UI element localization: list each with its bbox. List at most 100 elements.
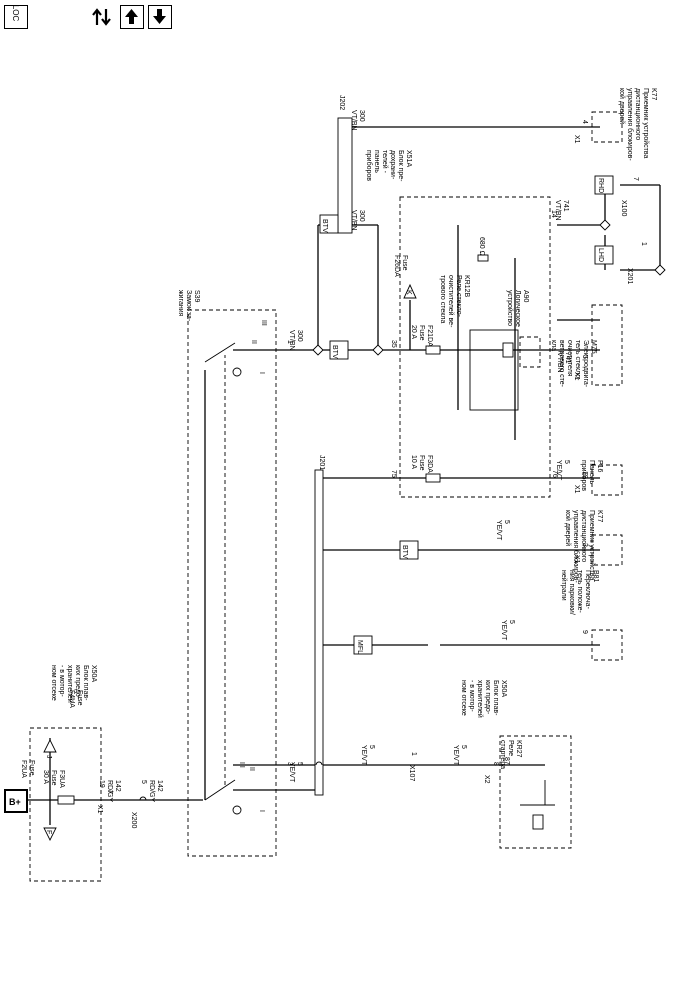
k77a-box: [591, 111, 623, 143]
fuse-f26da-tri: [403, 283, 417, 299]
splice-j202: [337, 117, 353, 234]
lhd-marker: [594, 245, 614, 265]
pin-76-label: 76: [551, 470, 558, 478]
s39-arm-run: [204, 342, 236, 363]
btv-top-marker: [329, 340, 349, 360]
f26da-letter: K: [405, 290, 412, 295]
fuse-f3ua: [57, 795, 75, 805]
navigate-down-button[interactable]: [148, 5, 172, 29]
resistor-680: [477, 254, 489, 262]
wire-142-a-label: 142RD/GY19: [98, 780, 121, 803]
b81-label: B81Переключа-тель положе-ния парковки/не…: [560, 570, 599, 615]
wire-5-yevt-a-label: 5YE/VT: [288, 762, 303, 783]
switch-i-b-label: I: [258, 372, 265, 374]
pin-9-label: 9: [581, 630, 588, 634]
wire-741-a-label: 741VT/BN: [554, 200, 569, 221]
btv-vert-marker: [319, 214, 339, 234]
a90-box: [519, 336, 541, 368]
navigate-up-button[interactable]: [120, 5, 144, 29]
s39-box: [187, 309, 277, 857]
fuse-f26da-label: FuseF26DA: [393, 255, 408, 277]
x1-k77a-label: X1: [573, 135, 580, 144]
s39-arm-start: [204, 779, 236, 801]
x100-label: X100: [620, 200, 627, 216]
switch-ii-a-label: II: [248, 767, 255, 771]
fuse-f3da-label: F3DAFuse10 A: [410, 455, 433, 473]
arrow-up-icon: [125, 9, 138, 24]
k77a-label: K77Приемник устройствадистанционногоупра…: [618, 88, 657, 161]
m75-label: M75Электродвига-тель стекло-очистителяве…: [550, 340, 597, 388]
a90-label: A90Логическоеустройство: [506, 290, 529, 327]
connector-rhd-lhd: [599, 219, 611, 231]
x50a-bottom-box: [499, 735, 572, 849]
connector-x200: [139, 796, 147, 801]
splice-j201: [314, 469, 324, 796]
pin-35-label: 35: [390, 340, 397, 348]
fuse-f21da: [425, 345, 441, 355]
switch-iii-a-label: III: [238, 762, 245, 768]
pin-7-label: 7: [106, 790, 113, 794]
pin-5-m75-label: 5: [581, 355, 588, 359]
m75-box: [591, 304, 623, 386]
fuse-f21da-label: F21DAFuse20 A: [410, 325, 433, 347]
resistor-label: 680 Ω: [478, 237, 485, 256]
p16-box: [591, 464, 623, 496]
wires: [28, 126, 661, 825]
j201-label: J201: [318, 455, 325, 470]
wire-5-yevt-p16-label: 5YE/VT: [555, 460, 570, 481]
x201-label: X201: [626, 268, 633, 284]
swap-arrows-icon: [92, 8, 111, 26]
btv-vert-label: BTV: [321, 219, 328, 233]
swap-direction-button[interactable]: [92, 5, 116, 29]
fuse-f3ua-label: F3UAFuse30 A: [42, 770, 65, 788]
k77b-box: [591, 534, 623, 566]
x51a-box: [399, 196, 551, 498]
pin-1-x201-label: 1: [640, 242, 647, 246]
wire-741-b-label: 741VT/BN: [556, 352, 571, 373]
connector-x107: [315, 761, 323, 766]
fuse-f3da: [425, 473, 441, 483]
btv-mid-label: BTV: [401, 545, 408, 559]
kr12b-frame: [469, 329, 519, 411]
pin-7-x100-label: 7: [632, 177, 639, 181]
wire-5-yevt-btv-label: 5YE/VT: [495, 520, 510, 541]
fuse-f4ua-tri: [43, 738, 57, 753]
rhd-label: RHD: [597, 178, 604, 193]
k77b-label: K77Приемник устройствадистанционногоупра…: [564, 510, 603, 583]
kr12b-label: KR12BРеле стекло-очистителей ве-трового …: [439, 275, 470, 328]
j202-label: J202: [338, 95, 345, 110]
x1-m75-label: X1: [573, 372, 580, 381]
connector-pin-35: [372, 344, 384, 356]
fuse-f2ua-label: FuseF2UA: [20, 760, 35, 778]
btv-top-label: BTV: [331, 345, 338, 359]
switch-i-a-label: I: [258, 810, 265, 812]
pin-75-label: 75: [390, 470, 397, 478]
wire-300-c-label: 300VT/BN: [350, 110, 365, 131]
kr12b-coil: [502, 342, 514, 358]
wire-5-yevt-mfl-label: 5YE/VT: [500, 620, 515, 641]
x1-top-label: X1: [96, 805, 103, 814]
lhd-label: LHD: [597, 248, 604, 262]
x50a-top-label: X50AБлок плав-ких предо-хранителей- в мо…: [50, 665, 97, 703]
x1-k77b-label: X1: [573, 555, 580, 564]
b81-box: [591, 629, 623, 661]
x200-label: X200: [130, 812, 137, 828]
pin-19-p16-label: 19: [581, 471, 588, 479]
connector-pin-1: [312, 344, 324, 356]
p16-label: P16Панельприборов: [580, 460, 603, 491]
wire-300-a-label: 300VT/BN: [288, 330, 303, 351]
pin-1-x107-label: 1: [410, 752, 417, 756]
pin-4-k77a-label: 4: [581, 120, 588, 124]
f4ua-letter: J: [45, 755, 52, 759]
f2ua-letter: F: [45, 830, 52, 834]
switch-iii-b-label: III: [260, 320, 267, 326]
pin-3-k77b-label: 3: [581, 543, 588, 547]
rhd-marker: [594, 175, 614, 195]
pin-3-label: 3: [286, 762, 293, 766]
connector-x201: [654, 264, 666, 276]
battery-label: B+: [9, 797, 21, 807]
loc-button[interactable]: LOC: [4, 5, 28, 29]
pin-87-label: 87: [503, 757, 510, 765]
kr27-label: KR27Релестартера: [499, 740, 522, 769]
